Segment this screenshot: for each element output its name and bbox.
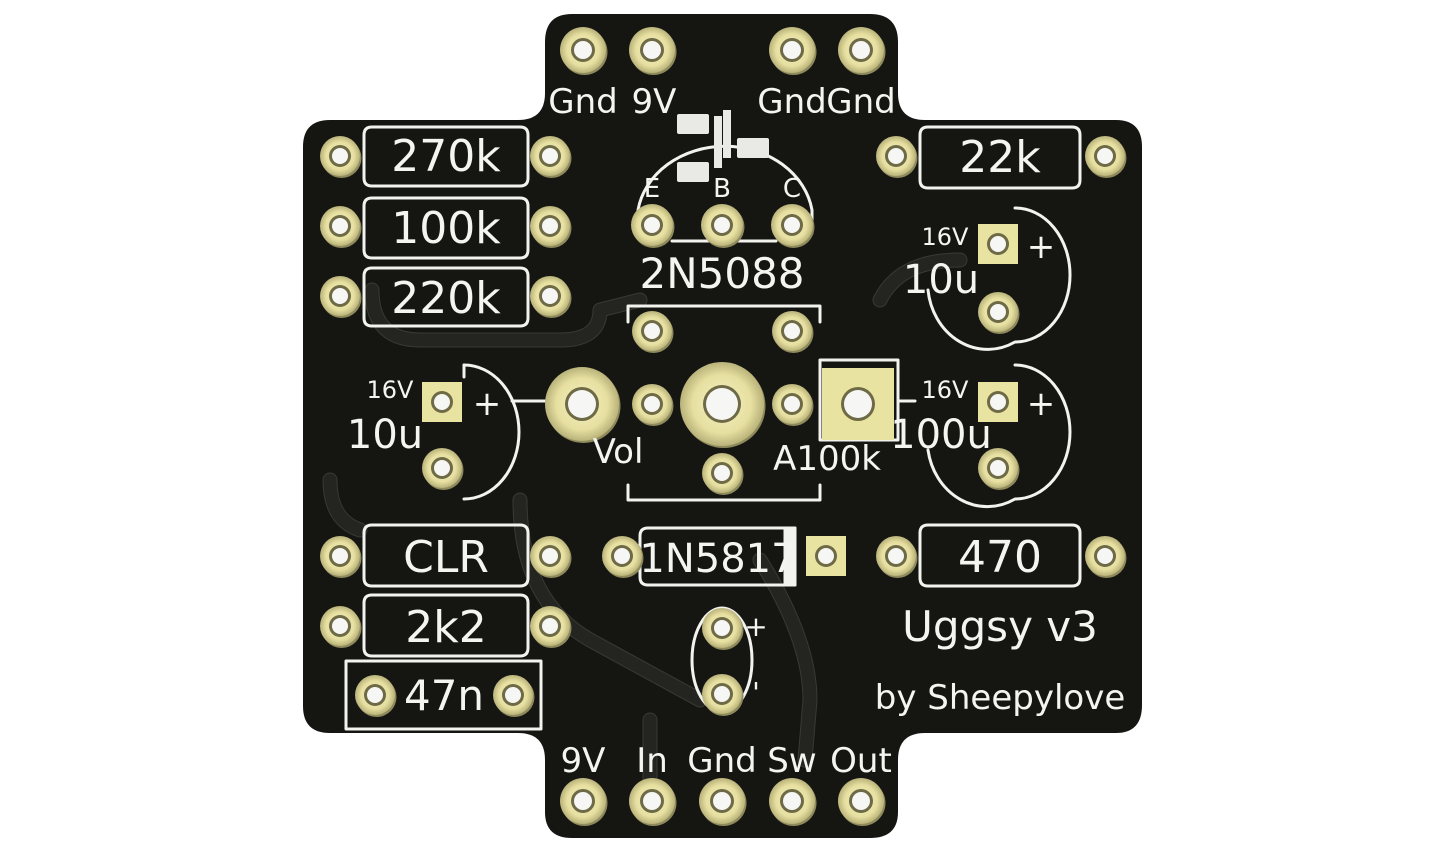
board-credit: by Sheepylove [875,678,1125,718]
header-bottom-label-5: Out [830,741,892,781]
header-top-pad-3 [769,27,817,75]
header-top-label-4: Gnd [826,82,895,122]
diode-label: 1N5817 [639,536,796,582]
pot-pad-bottom [702,453,744,495]
resistor-22k-pad-a [876,136,918,178]
cap-right-mid-voltage: 16V [922,376,970,404]
resistor-left-pad-b-3 [530,276,572,318]
transistor-marker-pads [677,110,769,182]
pot-pad-ml [632,384,674,426]
cap-right-mid-value: 100u [890,412,992,458]
cap-left-voltage: 16V [367,376,415,404]
pot-name-label: Vol [593,432,644,472]
cap-right-mid-pad-minus [978,448,1020,490]
resistor-clr-label: CLR [403,532,489,583]
header-top-label-1: Gnd [548,82,617,122]
transistor-pad-1 [631,204,675,248]
pot-mount-right [822,368,894,440]
pot-mount-center [680,362,766,448]
cap-right-top-pad-plus [978,224,1018,264]
resistor-22k-label: 22k [959,132,1041,183]
resistor-clr-pad-b [530,536,572,578]
cap-left-pad-plus [422,382,462,422]
resistor-220k-label: 220k [391,273,501,324]
header-bottom-label-3: Gnd [687,741,756,781]
transistor-part-label: 2N5088 [639,249,804,298]
pads [320,27,1127,826]
cap-right-top-value: 10u [903,257,979,303]
resistor-270k-label: 270k [391,131,501,182]
resistor-2k2-pad-a [320,606,362,648]
resistor-2k2-label: 2k2 [405,602,486,653]
cap-right-mid-plus: + [1027,384,1056,424]
resistor-2k2-pad-b [530,606,572,648]
diode-pad-anode [602,536,644,578]
header-top-pad-2 [629,27,677,75]
resistor-left-pad-a-1 [320,136,362,178]
led-pad-anode [702,608,744,650]
transistor-pad-3 [771,204,815,248]
resistor-100k-label: 100k [391,203,501,254]
resistor-470-pad-a [876,536,918,578]
header-bottom-pad-5 [838,778,886,826]
resistor-left-pad-b-2 [530,206,572,248]
led-plus-label: + [744,610,767,643]
silkscreen-text: Gnd 9V Gnd Gnd 9V In Gnd Sw Out 270k 100… [347,82,1125,781]
board-title: Uggsy v3 [902,602,1098,651]
pot-pad-tl [632,311,674,353]
cap-right-top-pad-minus [978,292,1020,334]
pot-value-label: A100k [773,439,881,479]
cap-47n-label: 47n [404,671,484,720]
header-bottom-pad-3 [699,778,747,826]
cap-47n-pad-b [493,675,535,717]
cap-47n-pad-a [355,675,397,717]
header-top-pad-1 [560,27,608,75]
traces [322,252,968,808]
pot-pad-tr [772,311,814,353]
resistor-470-pad-b [1085,536,1127,578]
resistor-470-label: 470 [958,532,1042,583]
transistor-pin-e: E [644,174,660,204]
resistor-22k-pad-b [1085,136,1127,178]
header-bottom-label-2: In [636,741,668,781]
cap-left-pad-minus [422,448,464,490]
header-bottom-pad-2 [629,778,677,826]
header-top-pad-4 [838,27,886,75]
header-bottom-pad-4 [769,778,817,826]
transistor-pad-2 [701,204,745,248]
pot-mount-left [545,367,621,443]
pot-pad-mr [772,384,814,426]
cap-right-mid-pad-plus [978,382,1018,422]
resistor-left-pad-a-3 [320,276,362,318]
header-top-label-3: Gnd [757,82,826,122]
led-minus-label: ' [752,676,760,709]
resistor-left-pad-a-2 [320,206,362,248]
cap-left-value: 10u [347,412,423,458]
transistor-pin-b: B [713,174,731,204]
cap-left-plus: + [473,384,502,424]
cap-right-top-plus: + [1027,227,1056,267]
header-top-label-2: 9V [632,82,677,122]
diode-pad-cathode [806,536,846,576]
led-pad-cathode [702,674,744,716]
header-bottom-pad-1 [560,778,608,826]
resistor-left-pad-b-1 [530,136,572,178]
transistor-pin-c: C [783,174,801,204]
resistor-clr-pad-a [320,536,362,578]
cap-right-top-voltage: 16V [922,223,970,251]
header-bottom-label-4: Sw [767,741,816,781]
header-bottom-label-1: 9V [561,741,606,781]
